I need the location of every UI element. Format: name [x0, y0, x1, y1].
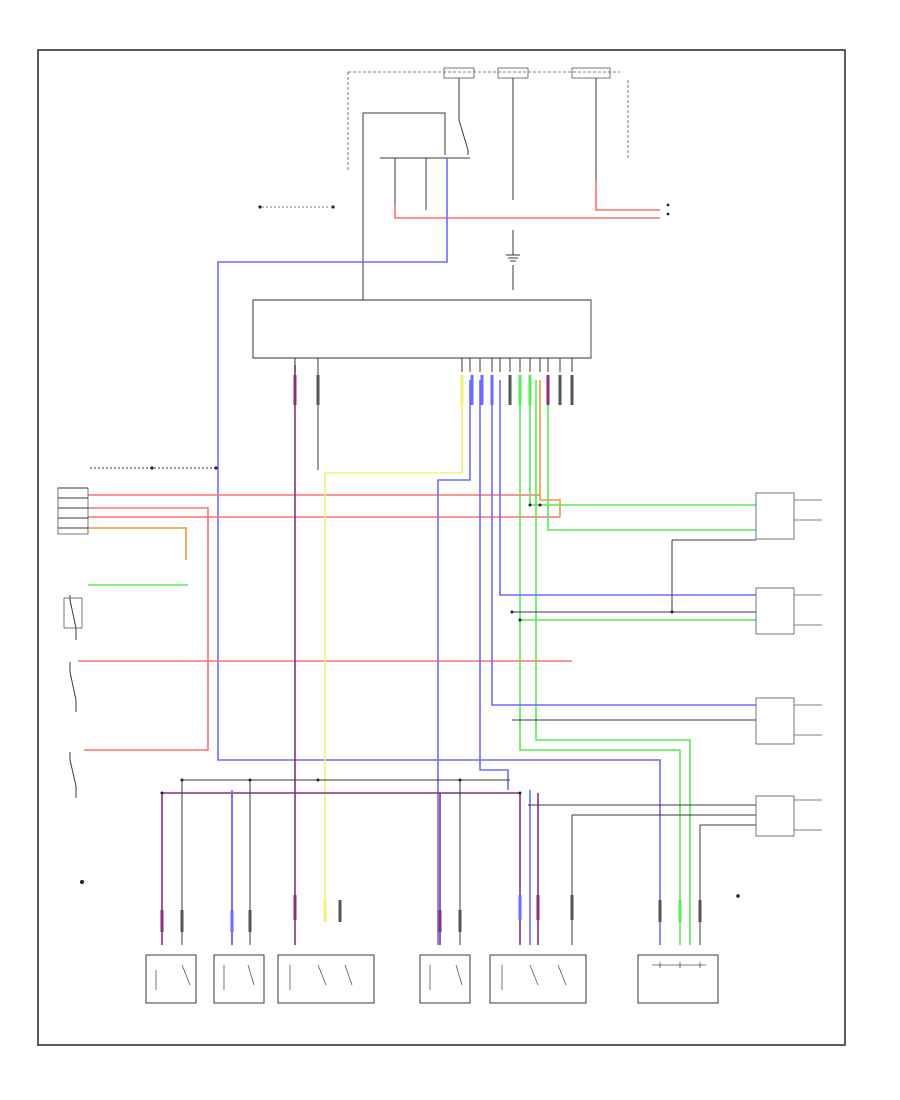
ground-symbol [80, 880, 84, 884]
junction-dots [150, 466, 674, 795]
diagram-border [37, 49, 846, 1046]
right-rear-door-switch [69, 662, 77, 712]
rear-door-key-switch [489, 954, 587, 1004]
rear-door-switch [637, 954, 719, 1004]
power-feed-section [258, 67, 670, 300]
left-door-lock-motor [755, 492, 822, 540]
left-door-connector [57, 487, 89, 535]
bottom-switch-row [145, 954, 719, 1004]
right-rear-door-lock-switch [213, 954, 265, 1004]
left-rear-door-lock-motor [755, 697, 822, 745]
right-rear-door-lock-motor [755, 795, 822, 837]
rear-door-ground [736, 894, 740, 898]
right-door-lock-motor [755, 587, 822, 635]
right-door-lock-control-switch [419, 954, 471, 1004]
left-door-lock-control-switch [277, 954, 375, 1004]
wire-harness [78, 158, 756, 945]
left-rear-door-switch [63, 595, 83, 640]
left-rear-door-lock-switch [145, 954, 197, 1004]
connector-pins [160, 375, 702, 932]
door-lock-control-relay [252, 299, 592, 359]
front-door-key-switch [69, 752, 77, 798]
